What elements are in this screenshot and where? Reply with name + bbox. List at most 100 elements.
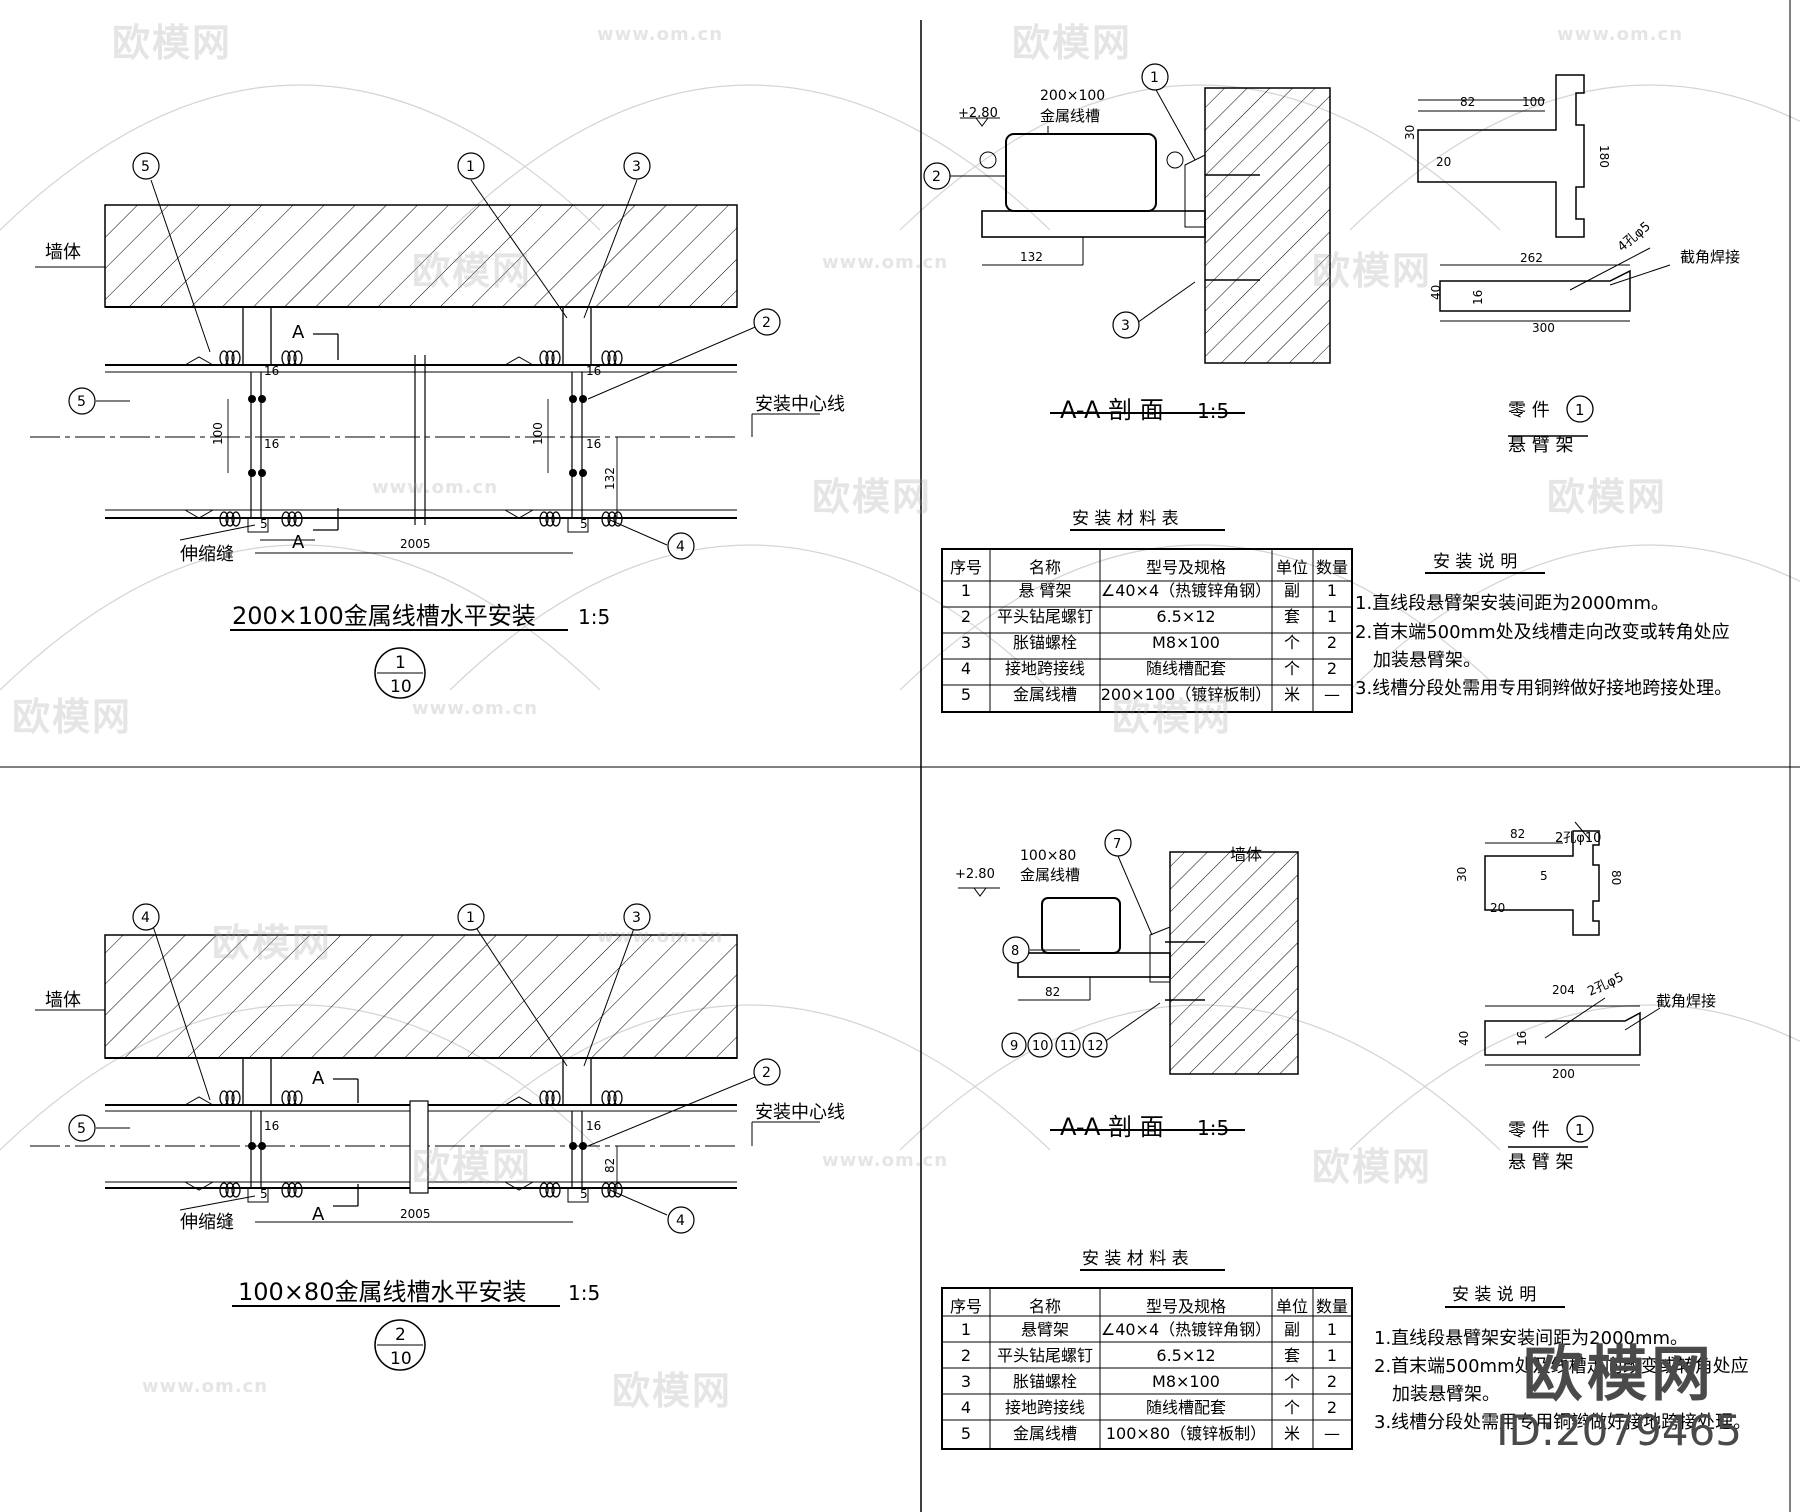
note-2: 2.首末端500mm处及线槽走向改变或转角处应 [1355,622,1730,643]
table-cell: ∠40×4（热镀锌角钢） [1101,1320,1271,1339]
table-cell: 接地跨接线 [1005,659,1085,678]
table-cell: 5 [961,685,971,704]
table-cell: 悬 臂架 [1018,581,1071,600]
table-header-cell: 序号 [950,558,982,577]
callout-1-s: 1 [1150,70,1159,86]
table-cell: 接地跨接线 [1005,1398,1085,1417]
part-dim-30: 30 [1403,125,1417,140]
part-weld: 截角焊接 [1680,248,1740,266]
callout-2-b: 2 [762,1065,771,1081]
table-cell: 100×80（镀锌板制） [1106,1424,1266,1443]
callout-circles-section-top [923,63,1169,339]
dim-16d: 16 [586,437,601,451]
dim-5-2: 5 [260,1187,268,1201]
callout-circles-top-left [68,152,781,560]
callout-4b: 4 [676,539,685,555]
table-header-cell: 数量 [1316,1297,1348,1316]
table-header-cell: 数量 [1316,558,1348,577]
part-dim-82: 82 [1460,95,1475,109]
notes-title-bottom: 安 装 说 明 [1452,1285,1536,1305]
part-100x80 [1484,821,1661,1148]
note-2-b: 2.首末端500mm处及线槽走向改变或转角处应 [1374,1356,1749,1377]
dim-5-2b: 5 [580,1187,588,1201]
part-dim-100: 100 [1522,95,1545,109]
callout-circles-bottom-left [68,903,781,1234]
section-dim-2: 82 [1045,985,1060,999]
part2-dim-204: 204 [1552,983,1575,997]
material-table-bottom [941,1269,1353,1450]
part2-hole: 2孔φ5 [1585,970,1626,1000]
section-200x100 [950,87,1331,414]
plan-200x100 [30,179,820,699]
table-cell: — [1324,1424,1340,1443]
wall-label-2: 墙体 [45,990,81,1011]
part2-dim-200: 200 [1552,1067,1575,1081]
table-cell: 个 [1284,1372,1300,1391]
material-table-top [941,529,1353,713]
section-mark-bottom-2: A [312,1204,325,1225]
callout-4c-b: 4 [676,1213,685,1229]
part2-dim-82: 82 [1510,827,1525,841]
callout-circles-section-bottom [1001,829,1132,1058]
table-cell: 个 [1284,659,1300,678]
part2-weld: 截角焊接 [1656,992,1716,1010]
part-hole: 4孔φ5 [1615,219,1654,255]
table-cell: 1 [1327,1320,1337,1339]
table-cell: 3 [961,1372,971,1391]
callout-2-s: 2 [932,169,941,185]
note-1-b: 1.直线段悬臂架安装间距为2000mm。 [1374,1328,1688,1349]
wall-hatch-2 [104,934,738,1059]
section-tray-label: 金属线槽 [1040,107,1100,125]
center-line-label-2: 安装中心线 [755,1102,845,1123]
callout-9: 9 [1010,1039,1018,1054]
watermark-stamp-brand: 欧模网 [1523,1340,1716,1410]
part-dim-40: 40 [1429,285,1443,300]
callout-11: 11 [1060,1039,1077,1054]
callout-8: 8 [1011,944,1019,959]
table-cell: 200×100（镀锌板制） [1101,685,1272,704]
part2-title: 零 件 [1508,1120,1550,1141]
notes-title-top: 安 装 说 明 [1433,552,1517,572]
callout-12: 12 [1087,1039,1104,1054]
note-2b: 加装悬臂架。 [1373,650,1481,671]
table-cell: 2 [961,607,971,626]
part2-dim-30: 30 [1455,867,1469,882]
section-mark-bottom: A [292,532,305,553]
section-tray-size: 200×100 [1040,88,1105,104]
section-title-2: A-A 剖 面 [1060,1113,1164,1141]
table-cell: 胀锚螺栓 [1013,1372,1077,1391]
part2-dim-16: 16 [1515,1031,1529,1046]
dim-5: 5 [260,517,268,531]
callout-1-b: 1 [466,910,475,926]
table-cell: 2 [961,1346,971,1365]
watermark-stamp: 欧模网 ID:2079465 [1496,1342,1742,1454]
table-cell: 金属线槽 [1013,685,1077,704]
sheet-total-2: 10 [390,1349,412,1369]
callout-10: 10 [1032,1039,1049,1054]
table-cell: 金属线槽 [1013,1424,1077,1443]
section-mark-top: A [292,322,305,343]
dim-16-2b: 16 [586,1119,601,1133]
part-name: 悬 臂 架 [1508,435,1573,456]
dim-16b: 16 [264,437,279,451]
table-cell: — [1324,685,1340,704]
table-cell: 3 [961,633,971,652]
table-cell: ∠40×4（热镀锌角钢） [1101,581,1271,600]
table-header-cell: 型号及规格 [1146,558,1226,577]
callout-4-b: 4 [141,910,150,926]
table-cell: 个 [1284,1398,1300,1417]
section-mark-top-2: A [312,1068,325,1089]
table-header-cell: 序号 [950,1297,982,1316]
table-cell: 6.5×12 [1156,607,1215,626]
note-1: 1.直线段悬臂架安装间距为2000mm。 [1355,593,1669,614]
table-cell: 2 [1327,659,1337,678]
part-dim-300: 300 [1532,321,1555,335]
span-dim: 2005 [400,537,431,551]
callout-5: 5 [77,394,86,410]
table-cell: 胀锚螺栓 [1013,633,1077,652]
table-cell: 2 [1327,1372,1337,1391]
wall-hatch [104,204,738,308]
table-cell: 6.5×12 [1156,1346,1215,1365]
table-cell: 随线槽配套 [1146,659,1226,678]
